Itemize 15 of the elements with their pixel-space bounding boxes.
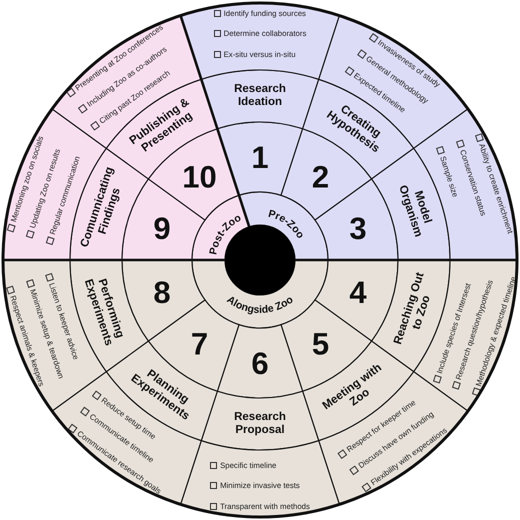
step-number: 3: [349, 212, 367, 244]
step-number: 8: [153, 276, 171, 308]
step-number: 1: [251, 142, 269, 172]
step-number: 5: [312, 328, 330, 359]
checklist-segment: [180, 440, 340, 518]
step-number: 9: [153, 212, 171, 244]
step-title: Research Proposal: [233, 410, 287, 438]
step-number: 7: [190, 328, 208, 359]
step-number: 10: [182, 161, 217, 192]
step-number: 4: [349, 276, 367, 308]
step-number: 6: [251, 348, 269, 378]
number-segment: [216, 122, 304, 196]
step-title: Research Ideation: [233, 82, 287, 110]
step-number: 2: [312, 161, 330, 192]
number-segment: [216, 324, 304, 398]
